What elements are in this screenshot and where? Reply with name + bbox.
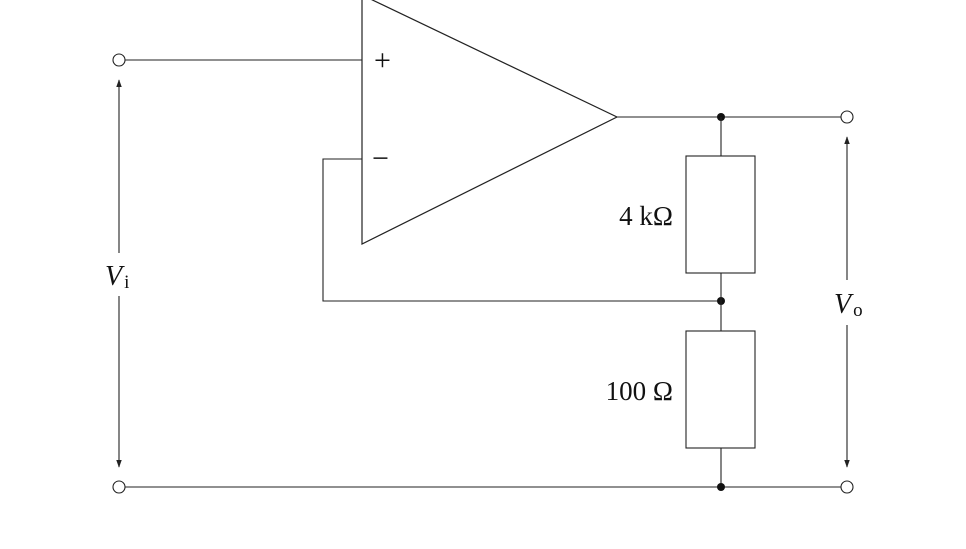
output-terminal-top bbox=[840, 110, 854, 124]
feedback-wire bbox=[322, 158, 721, 302]
opamp-plus-sign: + bbox=[374, 44, 391, 77]
resistor-upper bbox=[685, 155, 756, 274]
opamp-triangle bbox=[361, 0, 619, 245]
opamp-minus-sign: − bbox=[372, 142, 389, 175]
input-voltage-subscript: i bbox=[124, 272, 129, 293]
resistor-lower bbox=[685, 330, 756, 449]
resistor-upper-label: 4 kΩ bbox=[619, 201, 673, 231]
output-voltage-subscript: o bbox=[853, 300, 863, 321]
input-terminal-bottom bbox=[112, 480, 126, 494]
output-terminal-bottom bbox=[840, 480, 854, 494]
output-voltage-symbol: V bbox=[834, 289, 854, 320]
resistor-lower-label: 100 Ω bbox=[606, 376, 673, 406]
input-terminal-top bbox=[112, 53, 126, 67]
ground-node-dot bbox=[717, 483, 725, 491]
input-voltage-symbol: V bbox=[105, 261, 125, 292]
